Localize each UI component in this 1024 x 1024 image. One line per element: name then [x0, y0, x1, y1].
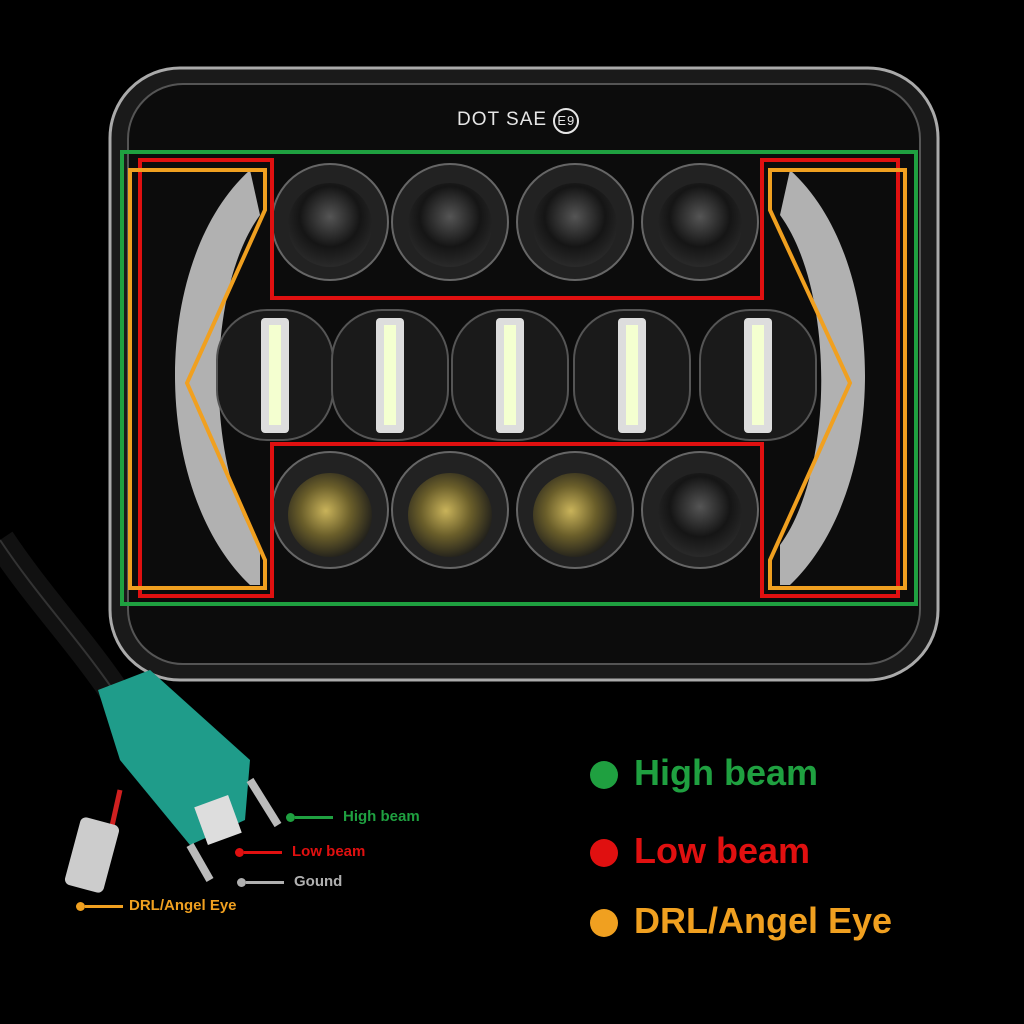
wire-label-low-beam: Low beam: [235, 843, 365, 860]
h4-connector: [64, 670, 282, 893]
certification-marking: DOT SAE E9: [457, 108, 580, 134]
legend-dot-green: [590, 761, 618, 790]
low-beam-outline: [138, 158, 900, 598]
legend-high-beam: High beam: [590, 752, 818, 794]
legend-dot-orange: [590, 909, 618, 938]
dot-sae-text: DOT SAE: [457, 109, 548, 130]
drl-strip-right: [780, 170, 865, 585]
drl-outline-right: [768, 168, 907, 590]
legend-low-beam: Low beam: [590, 830, 810, 872]
legend-dot-red: [590, 839, 618, 868]
wire-label-high-beam: High beam: [286, 808, 420, 825]
high-beam-outline: [120, 150, 918, 606]
wire-label-ground: Gound: [237, 873, 342, 890]
legend-drl: DRL/Angel Eye: [590, 900, 892, 942]
e-mark: E9: [553, 108, 580, 134]
drl-outline-left: [128, 168, 267, 590]
led-projectors: [216, 163, 817, 569]
wire-label-drl: DRL/Angel Eye: [76, 897, 237, 914]
